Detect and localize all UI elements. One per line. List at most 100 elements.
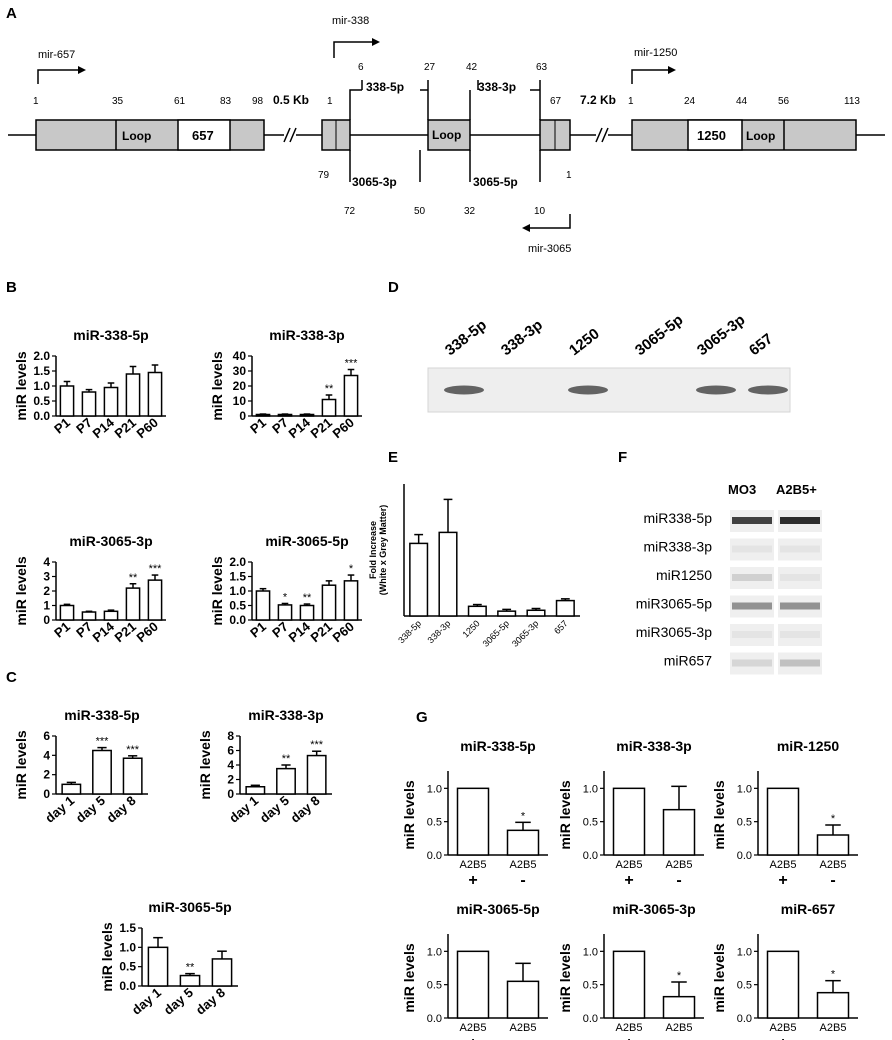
y-tick-label: 6 [227, 744, 234, 758]
x-tick-label: P1 [51, 415, 73, 437]
bar-A2B5-- [662, 808, 696, 856]
significance-marker: ** [303, 592, 312, 604]
mir-3065-3p-label: 3065-3p [352, 175, 397, 189]
mir-338-promoter-arrow [333, 41, 372, 58]
significance-marker: *** [126, 744, 140, 756]
mir-657-promoter-label: mir-657 [38, 49, 75, 61]
panel-f-band-miR3065-5p-MO3 [732, 602, 772, 610]
panel-f-band-miR1250-A2B5+ [780, 574, 820, 581]
panel-f-band-miR3065-3p-A2B5+ [780, 631, 820, 638]
y-tick-label: 4 [43, 555, 50, 569]
y-axis-label: miR levels [99, 922, 115, 991]
bar-338-3p [438, 531, 458, 617]
chart-title: miR-338-3p [269, 327, 344, 343]
mir-338-pos-63: 63 [536, 62, 548, 73]
mir-3065-pos-10: 10 [534, 206, 546, 217]
y-tick-label: 0.0 [427, 1013, 442, 1025]
x-tick-label: 338-5p [396, 618, 423, 645]
significance-marker: ** [129, 572, 138, 584]
panel-f-cell-bg [730, 567, 774, 589]
x-tick-label: day 8 [103, 793, 138, 826]
chart-title: miR-3065-3p [612, 901, 695, 917]
mir-338-pos-42: 42 [466, 62, 478, 73]
panel-letter-f: F [618, 449, 627, 466]
chart-title: miR-338-5p [64, 707, 139, 723]
y-tick-label: 1.0 [583, 783, 598, 795]
chart-title: miR-3065-5p [265, 533, 348, 549]
chart-title: miR-338-3p [616, 738, 691, 754]
panel-f-cell-bg [730, 624, 774, 646]
y-tick-label: 0.5 [583, 817, 598, 829]
x-tick-sign: - [520, 872, 525, 889]
y-tick-label: 0.0 [737, 850, 752, 862]
panel-f-band-miR657-A2B5+ [780, 659, 820, 667]
mir-657-promoter-arrow [37, 69, 78, 84]
panel-f-cell-bg [730, 652, 774, 675]
y-tick-label: 20 [233, 379, 247, 393]
y-tick-label: 1.0 [427, 783, 442, 795]
panel-f-band-miR657-MO3 [732, 659, 772, 667]
chart-E: Fold Increase(White x Grey Matter)338-5p… [368, 484, 580, 649]
x-tick-label: day 8 [193, 985, 228, 1018]
bar-A2B5-+ [766, 950, 800, 1019]
mir-1250-pos-56: 56 [778, 96, 790, 107]
bar-A2B5-+ [766, 787, 800, 856]
bar-3065-3p [526, 609, 546, 617]
gap-break-mark-1 [283, 127, 291, 143]
x-tick-sign: + [778, 1035, 787, 1040]
bar-1250 [467, 605, 487, 617]
mir-1250-mature-region [687, 119, 743, 151]
chart-title: miR-3065-3p [69, 533, 152, 549]
y-tick-label: 0.5 [737, 817, 752, 829]
x-tick-sign: + [778, 872, 787, 889]
y-tick-label: 10 [233, 394, 247, 408]
panel-f-band-miR338-5p-A2B5+ [780, 517, 820, 524]
mir-3065-pos-72: 72 [344, 206, 356, 217]
y-tick-label: 0.0 [583, 850, 598, 862]
mir-657-name-label: 657 [192, 128, 214, 143]
y-tick-label: 6 [43, 729, 50, 743]
panel-d-band-1250 [568, 385, 608, 395]
significance-marker: *** [345, 358, 359, 370]
y-axis-label: miR levels [209, 351, 225, 420]
panel-f-cell-bg [778, 567, 822, 589]
panel-f-cell-bg [778, 538, 822, 561]
mir-1250-name-label: 1250 [697, 128, 726, 143]
panel-f-band-miR3065-3p-MO3 [732, 631, 772, 638]
x-tick-sign: + [468, 872, 477, 889]
x-tick-sign: + [468, 1035, 477, 1040]
y-axis-label: (White x Grey Matter) [378, 505, 388, 596]
mir-657-pos-35: 35 [112, 96, 124, 107]
mir-1250-pos-44: 44 [736, 96, 748, 107]
x-tick-label: A2B5 [616, 1022, 643, 1034]
y-tick-label: 0 [43, 613, 50, 627]
significance-marker: ** [282, 753, 291, 765]
y-tick-label: 0.5 [427, 980, 442, 992]
y-axis-label: miR levels [209, 556, 225, 625]
panel-d-lane-label-3065-5p: 3065-5p [632, 311, 686, 359]
significance-marker: *** [310, 739, 324, 751]
y-tick-label: 0 [227, 787, 234, 801]
bar-657 [555, 599, 575, 617]
x-tick-label: A2B5 [666, 1022, 693, 1034]
bar-A2B5-+ [456, 950, 490, 1019]
x-tick-sign: + [624, 1035, 633, 1040]
bar-P21 [125, 373, 141, 417]
y-tick-label: 0.0 [33, 409, 50, 423]
panel-f-blot: MO3 A2B5+ miR338-5pmiR338-3pmiR1250miR30… [636, 482, 822, 675]
x-tick-label: 657 [552, 618, 570, 636]
bar-P60 [343, 374, 359, 417]
x-tick-sign: - [676, 872, 681, 889]
panel-f-row-label-miR338-5p: miR338-5p [644, 510, 713, 526]
bar-3065-5p [497, 610, 517, 617]
bar-P7 [81, 391, 97, 417]
mir-1250-promoter-arrow [631, 69, 668, 84]
mir-3065-5p-label: 3065-5p [473, 175, 518, 189]
bar-P1 [59, 385, 75, 417]
